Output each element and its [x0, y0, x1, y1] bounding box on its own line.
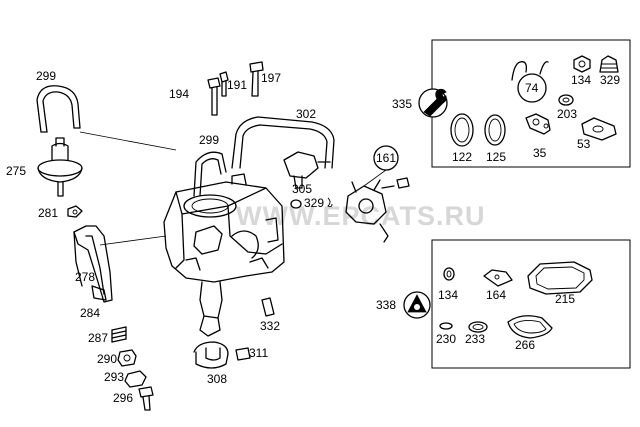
pin-332 [261, 297, 275, 317]
label-230: 230 [436, 332, 456, 346]
label-233: 233 [465, 332, 485, 346]
label-35: 35 [533, 146, 547, 160]
kit-symbol-338 [403, 291, 431, 319]
label-275: 275 [6, 164, 26, 178]
label-284: 284 [80, 306, 100, 320]
label-302: 302 [296, 107, 316, 121]
gasket-266 [507, 315, 553, 339]
plate-284 [91, 285, 107, 301]
gasket-ring-122 [450, 113, 474, 147]
label-278: 278 [75, 270, 95, 284]
bracket-278 [73, 225, 113, 303]
label-296: 296 [113, 391, 133, 405]
label-134-upper: 134 [571, 73, 591, 87]
label-74: 74 [525, 81, 539, 95]
label-194: 194 [169, 87, 189, 101]
hose-299-center [193, 151, 227, 197]
watermark-text: WWW.EPCATS.RU [236, 201, 485, 231]
nut-281 [67, 205, 83, 218]
lead-161 [363, 169, 387, 187]
label-287: 287 [88, 331, 108, 345]
bushing-290 [117, 349, 137, 367]
lead-278 [99, 235, 167, 246]
label-293: 293 [104, 370, 124, 384]
gasket-53 [581, 117, 617, 141]
label-329-center: 329 [304, 196, 324, 210]
label-164: 164 [486, 288, 506, 302]
label-266: 266 [515, 338, 535, 352]
diaphragm-305 [283, 151, 331, 189]
label-161: 161 [376, 151, 396, 165]
actuator-161 [345, 179, 389, 243]
screw-161 [381, 177, 410, 189]
label-329-upper: 329 [600, 73, 620, 87]
label-332: 332 [260, 319, 280, 333]
label-53: 53 [577, 137, 591, 151]
gasket-164 [483, 269, 513, 287]
label-305: 305 [292, 182, 312, 196]
vacuum-unit-275 [37, 137, 83, 197]
washer-203 [558, 94, 574, 106]
screw-197 [249, 61, 264, 97]
label-299-center: 299 [199, 133, 219, 147]
nut-134-upper [573, 55, 591, 73]
label-335: 335 [392, 97, 412, 111]
lead-299-275 [79, 131, 177, 151]
clamp-308 [193, 341, 229, 369]
label-290: 290 [97, 352, 117, 366]
bracket-35 [525, 113, 551, 135]
spring-287 [111, 326, 127, 343]
lower-right-kit-frame [431, 239, 631, 369]
label-338: 338 [376, 298, 396, 312]
callout-circle-74 [517, 73, 547, 103]
label-122: 122 [452, 150, 472, 164]
carburetor-body [163, 173, 285, 337]
screw-191 [219, 71, 229, 97]
label-299-left: 299 [36, 69, 56, 83]
label-125: 125 [486, 150, 506, 164]
label-215: 215 [555, 292, 575, 306]
label-311: 311 [249, 346, 268, 360]
label-281: 281 [38, 206, 58, 220]
boot-329-upper [599, 55, 619, 73]
label-134-lower: 134 [438, 288, 458, 302]
screw-194 [207, 77, 221, 116]
spring-clip-74 [511, 61, 549, 81]
washer-134-lower [443, 267, 455, 281]
hose-299-left [36, 85, 81, 133]
label-191: 191 [227, 78, 247, 92]
wrench-symbol-335 [418, 88, 448, 118]
fitting-311 [235, 347, 251, 361]
upper-right-kit-frame [431, 39, 631, 168]
label-197: 197 [261, 71, 281, 85]
gasket-ring-125 [484, 114, 506, 146]
nut-293 [124, 370, 147, 388]
label-203: 203 [557, 107, 577, 121]
o-ring-230 [439, 322, 453, 330]
o-ring-233 [468, 321, 488, 333]
o-ring-329-center [290, 197, 333, 209]
hose-302 [231, 116, 335, 169]
label-308: 308 [207, 372, 227, 386]
gasket-215 [527, 261, 593, 295]
screw-296 [138, 386, 154, 411]
